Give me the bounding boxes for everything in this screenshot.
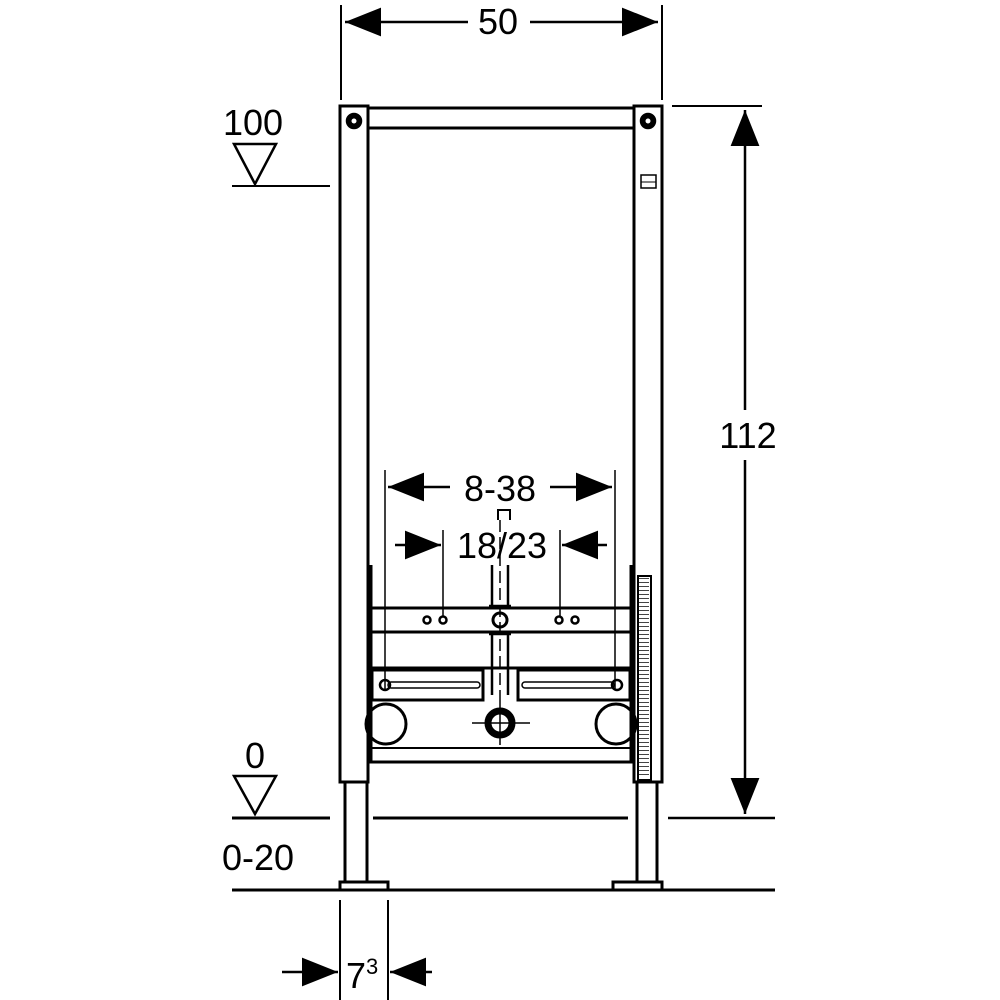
supply-pipe — [489, 509, 511, 700]
width-dimension — [340, 5, 663, 100]
crossbar — [368, 606, 634, 634]
supply-spacing-dimension — [395, 530, 607, 616]
supply-spacing-label: 18/23 — [457, 525, 547, 566]
scale-ruler — [637, 575, 652, 781]
leg-width-label: 73 — [346, 954, 378, 996]
height-dimension — [668, 105, 775, 820]
width-label: 50 — [478, 1, 518, 42]
level-0-label: 0 — [245, 735, 265, 776]
mounting-plate — [364, 666, 638, 764]
outlet-spacing-dimension — [384, 470, 616, 690]
height-label: 112 — [719, 415, 776, 456]
frame — [338, 104, 664, 892]
leg-width-dimension — [282, 900, 432, 1000]
outlet-spacing-label: 8-38 — [464, 468, 536, 509]
floor-range-label: 0-20 — [222, 837, 294, 878]
level-0-marker — [231, 774, 279, 817]
level-100-marker — [231, 142, 330, 187]
level-100-label: 100 — [223, 102, 283, 143]
floor-lines — [232, 816, 775, 892]
